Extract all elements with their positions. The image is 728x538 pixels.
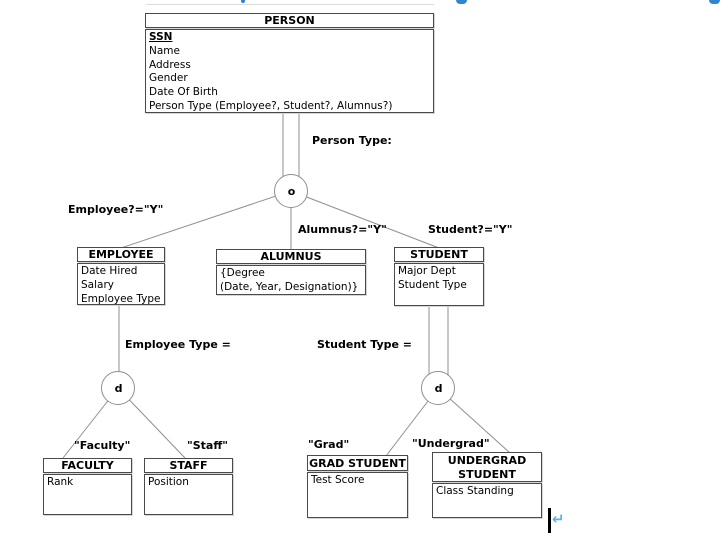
overlap-circle[interactable] — [274, 174, 308, 208]
entity-student-title: STUDENT — [394, 247, 484, 262]
entity-grad-student[interactable]: GRAD STUDENT Test Score — [307, 455, 408, 518]
clipped-text-fragment — [456, 0, 467, 4]
entity-faculty-title: FACULTY — [43, 458, 132, 473]
attribute: Student Type — [398, 278, 467, 291]
entity-faculty[interactable]: FACULTY Rank — [43, 458, 132, 515]
disjoint-circle-left[interactable] — [101, 371, 135, 405]
entity-person[interactable]: PERSON SSN Name Address Gender Date Of B… — [145, 13, 434, 113]
employee-condition-label[interactable]: Employee?="Y" — [68, 203, 164, 216]
attribute: Name — [149, 44, 180, 57]
attribute: Date Hired — [81, 265, 138, 277]
entity-grad-student-attributes: Test Score — [307, 472, 408, 518]
entity-person-title: PERSON — [145, 13, 434, 28]
entity-staff-attributes: Position — [144, 474, 233, 515]
alumnus-condition-label[interactable]: Alumnus?="Y" — [298, 223, 387, 236]
entity-grad-student-title: GRAD STUDENT — [307, 455, 408, 471]
clipped-text-fragment — [241, 0, 245, 3]
entity-staff[interactable]: STAFF Position — [144, 458, 233, 515]
entity-alumnus-attributes: {Degree (Date, Year, Designation)} — [216, 265, 366, 295]
entity-alumnus[interactable]: ALUMNUS {Degree (Date, Year, Designation… — [216, 249, 366, 295]
entity-undergrad-student-title: UNDERGRAD STUDENT — [432, 452, 542, 482]
faculty-value-label[interactable]: "Faculty" — [74, 439, 131, 452]
student-type-label[interactable]: Student Type = — [317, 338, 413, 351]
attribute: Person Type (Employee?, Student?, Alumnu… — [149, 99, 393, 112]
attribute: Date Of Birth — [149, 86, 218, 99]
attribute: Rank — [47, 476, 74, 488]
entity-employee[interactable]: EMPLOYEE Date Hired Salary Employee Type — [77, 247, 165, 305]
attribute: Class Standing — [436, 485, 514, 497]
entity-person-attributes: SSN Name Address Gender Date Of Birth Pe… — [145, 29, 434, 113]
disjoint-circle-right-label: d — [434, 382, 443, 395]
entity-faculty-attributes: Rank — [43, 474, 132, 515]
attribute-ssn: SSN — [149, 31, 173, 43]
attribute: Gender — [149, 72, 188, 85]
disjoint-circle-left-label: d — [114, 382, 123, 395]
faint-top-line — [146, 4, 434, 5]
person-type-label[interactable]: Person Type: — [312, 134, 392, 147]
disjoint-circle-right[interactable] — [421, 371, 455, 405]
attribute: {Degree — [220, 267, 265, 279]
entity-undergrad-student-attributes: Class Standing — [432, 483, 542, 518]
entity-student[interactable]: STUDENT Major Dept Student Type — [394, 247, 484, 306]
undergrad-value-label[interactable]: "Undergrad" — [412, 437, 490, 450]
attribute: Address — [149, 58, 191, 71]
attribute: Employee Type — [81, 292, 161, 305]
attribute: Position — [148, 476, 189, 488]
return-mark-icon: ↵ — [552, 510, 565, 528]
overlap-circle-label: o — [287, 185, 296, 198]
attribute: Test Score — [311, 474, 365, 486]
attribute: Major Dept — [398, 265, 456, 277]
attribute: Salary — [81, 278, 114, 291]
text-cursor — [548, 508, 551, 533]
entity-staff-title: STAFF — [144, 458, 233, 473]
entity-employee-title: EMPLOYEE — [77, 247, 165, 262]
grad-value-label[interactable]: "Grad" — [308, 438, 350, 451]
attribute: (Date, Year, Designation)} — [220, 280, 359, 293]
staff-value-label[interactable]: "Staff" — [187, 439, 228, 452]
entity-alumnus-title: ALUMNUS — [216, 249, 366, 264]
entity-undergrad-student[interactable]: UNDERGRAD STUDENT Class Standing — [432, 452, 542, 518]
employee-type-label[interactable]: Employee Type = — [125, 338, 231, 351]
student-condition-label[interactable]: Student?="Y" — [428, 223, 513, 236]
clipped-text-fragment — [709, 0, 720, 4]
entity-student-attributes: Major Dept Student Type — [394, 263, 484, 306]
entity-employee-attributes: Date Hired Salary Employee Type — [77, 263, 165, 305]
